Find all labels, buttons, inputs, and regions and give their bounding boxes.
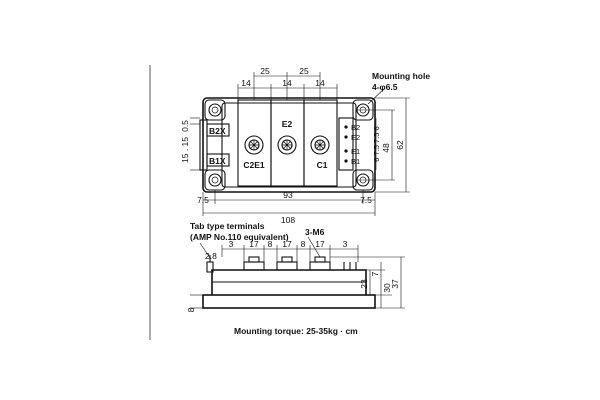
dim-label-7: 7 bbox=[370, 271, 380, 276]
dim-label-25-left: 25 bbox=[260, 66, 270, 76]
pin-dot bbox=[344, 135, 348, 139]
dim-label-3-left: 3 bbox=[229, 239, 234, 249]
screw-terminal-c1 bbox=[310, 135, 330, 155]
terminal-label-b2x: B2X bbox=[209, 126, 226, 136]
dim-label-25-right: 25 bbox=[299, 66, 309, 76]
terminal-label-b1x: B1X bbox=[209, 156, 226, 166]
mounting-hole-spec: 4-φ6.5 bbox=[372, 82, 398, 92]
pin-dot bbox=[344, 149, 348, 153]
tab-leader bbox=[199, 242, 211, 259]
pin-dot bbox=[344, 159, 348, 163]
dim-label-17-c: 17 bbox=[315, 239, 325, 249]
dim-label-8-a: 8 bbox=[268, 239, 273, 249]
dim-label-7-5-right: 7.5 bbox=[360, 195, 372, 205]
side-screw-center bbox=[276, 256, 298, 271]
dim-label-2-8: 2.8 bbox=[205, 251, 217, 261]
mounting-hole-tl bbox=[204, 99, 226, 121]
top-view-inner-rim bbox=[221, 102, 357, 188]
pin-label-b1: B1 bbox=[351, 157, 360, 166]
screw-terminal-e2 bbox=[277, 135, 297, 155]
screw-terminal-c2e1 bbox=[244, 135, 264, 155]
terminal-cell-center bbox=[270, 99, 305, 187]
dim-label-8-b: 8 bbox=[301, 239, 306, 249]
dim-label-14-b: 14 bbox=[282, 78, 292, 88]
dim-label-8-base: 8 bbox=[186, 307, 196, 312]
dim-label-30: 30 bbox=[382, 283, 392, 293]
pin-label-b2: B2 bbox=[351, 123, 360, 132]
dim-label-0-5: 0.5 bbox=[180, 120, 190, 132]
side-view bbox=[190, 236, 405, 309]
dim-label-17-a: 17 bbox=[249, 239, 259, 249]
mounting-hole-label: Mounting hole bbox=[372, 71, 430, 81]
tab-terminal-equivalent: (AMP No.110 equivalent) bbox=[190, 232, 289, 242]
terminal-cell-right bbox=[303, 99, 338, 187]
dim-label-108: 108 bbox=[281, 215, 295, 225]
side-screw-left bbox=[243, 256, 265, 271]
terminal-label-e2: E2 bbox=[282, 119, 293, 129]
pin-cluster-right bbox=[338, 117, 354, 171]
terminal-cell-left bbox=[237, 99, 272, 187]
dim-label-15-15: 15 . 15 bbox=[180, 137, 190, 163]
dim-label-17-b: 17 bbox=[282, 239, 292, 249]
pin-dot bbox=[344, 125, 348, 129]
dim-label-14-a: 14 bbox=[241, 78, 251, 88]
tab-terminal-bracket bbox=[199, 119, 208, 171]
side-view-base-plate bbox=[202, 294, 376, 309]
dim-label-right-small: 6 7.5 7.5 6 bbox=[372, 126, 381, 161]
pin-label-e1: E1 bbox=[351, 147, 360, 156]
dim-label-48: 48 bbox=[381, 143, 391, 153]
screw-leader bbox=[307, 236, 321, 258]
dim-label-23: 23 bbox=[359, 279, 369, 289]
tab-terminal-label: Tab type terminals bbox=[190, 221, 265, 231]
mounting-hole-leader bbox=[367, 87, 386, 105]
terminal-label-c1: C1 bbox=[317, 160, 328, 170]
screw-spec-label: 3-M6 bbox=[305, 227, 325, 237]
dim-label-7-5-left: 7.5 bbox=[197, 195, 209, 205]
top-view bbox=[190, 72, 410, 216]
dim-label-62: 62 bbox=[395, 140, 405, 150]
dim-label-93: 93 bbox=[283, 190, 293, 200]
dim-label-14-c: 14 bbox=[315, 78, 325, 88]
top-view-outer-body bbox=[202, 97, 376, 193]
dim-label-3-right: 3 bbox=[343, 239, 348, 249]
side-screw-right bbox=[309, 256, 331, 271]
terminal-label-c2e1: C2E1 bbox=[243, 160, 265, 170]
mounting-torque-label: Mounting torque: 25-35kg · cm bbox=[234, 326, 358, 336]
pin-label-e2: E2 bbox=[351, 133, 360, 142]
dim-label-37: 37 bbox=[390, 279, 400, 289]
